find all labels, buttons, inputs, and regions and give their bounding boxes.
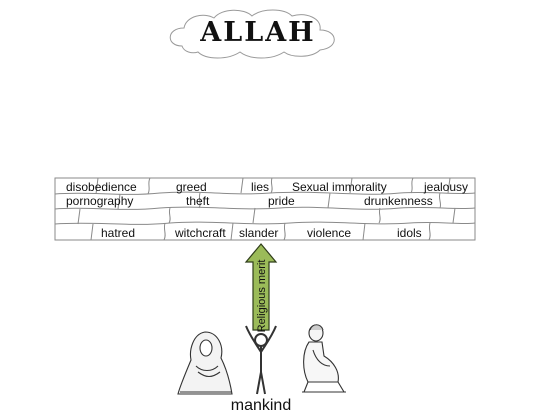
praying-woman-icon: [177, 331, 233, 395]
wall-word: Sexual immorality: [292, 180, 387, 194]
kneeling-man-icon: [302, 324, 346, 393]
wall-word: witchcraft: [174, 226, 226, 240]
mankind-caption: mankind: [231, 397, 291, 413]
wall-word: violence: [307, 226, 351, 240]
arrow-label: Religious merit: [256, 260, 268, 333]
wall-word: lies: [251, 180, 269, 194]
wall-word: disobedience: [66, 180, 137, 194]
wall-word: greed: [176, 180, 207, 194]
stick-figure-icon: [245, 325, 277, 395]
wall-word: hatred: [101, 226, 135, 240]
wall-word: drunkenness: [364, 194, 433, 208]
page-title: ALLAH: [199, 17, 315, 48]
religious-merit-arrow: Religious merit: [244, 243, 278, 333]
wall-word: jealousy: [423, 180, 468, 194]
wall-word: pride: [268, 194, 295, 208]
wall-word: theft: [186, 194, 210, 208]
wall-word: slander: [239, 226, 278, 240]
wall-word: idols: [397, 226, 422, 240]
wall-word: pornography: [66, 194, 133, 208]
cloud: [169, 9, 335, 59]
sin-wall: disobedience greed lies Sexual immoralit…: [54, 177, 476, 241]
